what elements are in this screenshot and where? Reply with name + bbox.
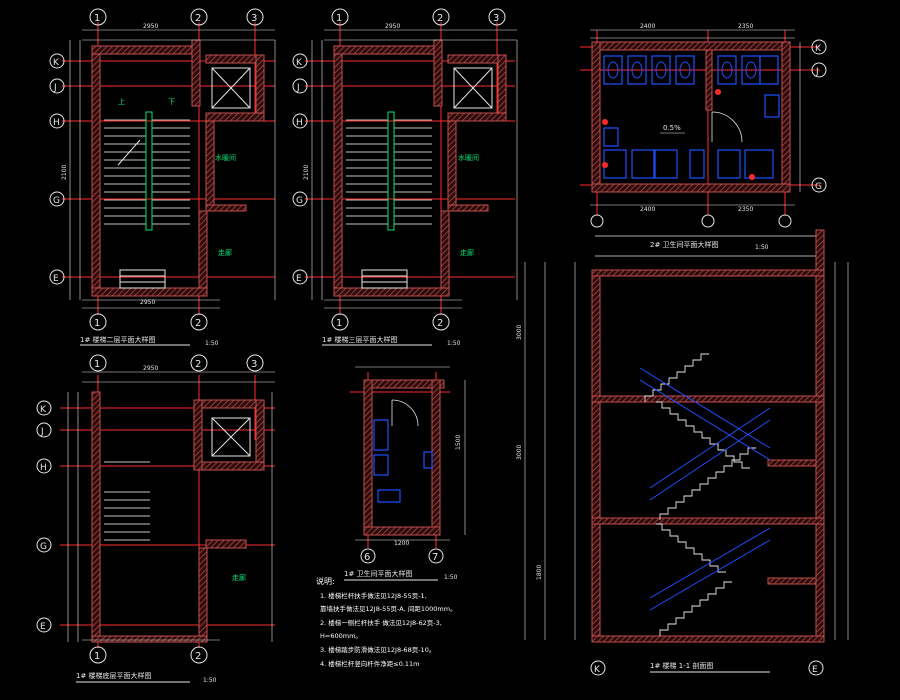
scale-label: 1:50 bbox=[755, 244, 769, 251]
axis-1-label: 1 bbox=[94, 318, 100, 329]
slope-label: 0.5% bbox=[663, 124, 681, 132]
axis-K-label: K bbox=[296, 58, 303, 68]
axis-3-label: 3 bbox=[251, 13, 257, 24]
note-2: 2. 楼梯一侧栏杆扶手 做法见12J8-62页-3, bbox=[320, 618, 442, 627]
dim-label: 2950 bbox=[385, 23, 400, 30]
axis-2-label: 2 bbox=[195, 318, 201, 329]
axis-6-label: 6 bbox=[364, 552, 370, 563]
dim-label: 2950 bbox=[143, 365, 158, 372]
note-2b: H=600mm。 bbox=[320, 632, 362, 640]
axis-G-label: G bbox=[53, 196, 60, 206]
stair-plan-third-floor: 2950 2100 水暖间 走廊 1 2 3 1 2 K J H G E 1# … bbox=[292, 8, 518, 347]
axis-K-label: K bbox=[40, 405, 47, 415]
axis-K-label: K bbox=[815, 44, 822, 54]
plan-title: 1# 卫生间平面大样图 bbox=[344, 569, 413, 578]
scale-label: 1:50 bbox=[203, 677, 217, 684]
axis-1-label: 1 bbox=[94, 13, 100, 24]
axis-1-label: 1 bbox=[336, 318, 342, 329]
notes-block: 说明: 1. 楼梯栏杆扶手做法见12J8-55页-1, 靠墙扶手做法见12J8-… bbox=[316, 576, 457, 668]
axis-G-label: G bbox=[40, 542, 47, 552]
axis-K-label: K bbox=[53, 58, 60, 68]
axis-G-label: G bbox=[815, 182, 822, 192]
dim-label: 3000 bbox=[516, 445, 523, 460]
dim-label: 2950 bbox=[143, 23, 158, 30]
note-4: 4. 楼梯栏杆竖向杆件净距≤0.11m bbox=[320, 659, 420, 668]
stair-plan-second-floor: 2950 2950 2100 上 下 水暖间 走廊 1 2 3 1 2 K J … bbox=[49, 8, 276, 347]
note-3: 3. 楼梯踏步防滑做法见12J8-68页-10。 bbox=[320, 645, 435, 654]
scale-label: 1:50 bbox=[447, 340, 461, 347]
dim-label: 1500 bbox=[455, 435, 462, 450]
axis-2-label: 2 bbox=[195, 13, 201, 24]
plan-title: 1# 楼梯三层平面大样图 bbox=[322, 335, 398, 344]
dim-label: 1800 bbox=[536, 565, 543, 580]
dim-label: 1200 bbox=[394, 540, 409, 547]
axis-J-label: J bbox=[296, 83, 300, 93]
toilet-plan-small: 1500 1200 6 7 1# 卫生间平面大样图 1:50 bbox=[344, 366, 466, 581]
axis-1-label: 1 bbox=[94, 651, 100, 662]
axis-E-label: E bbox=[296, 274, 302, 284]
note-1: 1. 楼梯栏杆扶手做法见12J8-55页-1, bbox=[320, 591, 427, 600]
note-1b: 靠墙扶手做法见12J8-55页-A, 间距1000mm。 bbox=[320, 604, 457, 613]
scale-label: 1:50 bbox=[444, 574, 458, 581]
dim-label: 2950 bbox=[140, 299, 155, 306]
up-label: 上 bbox=[118, 97, 125, 106]
section-title: 1# 楼梯 1-1 剖面图 bbox=[650, 661, 713, 670]
toilet-plan-large: 0.5% 2400 2350 2400 2350 K J G bbox=[580, 23, 827, 228]
corridor-label: 走廊 bbox=[218, 248, 232, 257]
plan-title: 1# 楼梯底层平面大样图 bbox=[76, 671, 152, 680]
axis-H-label: H bbox=[296, 118, 303, 128]
dim-label: 2400 bbox=[640, 23, 655, 30]
axis-3-label: 3 bbox=[251, 359, 257, 370]
axis-2-label: 2 bbox=[195, 651, 201, 662]
room-label: 水暖间 bbox=[215, 153, 236, 162]
axis-J-label: J bbox=[815, 67, 819, 77]
dim-label: 2400 bbox=[640, 206, 655, 213]
axis-E-label: E bbox=[812, 665, 818, 675]
axis-H-label: H bbox=[53, 118, 60, 128]
plan-title: 1# 楼梯二层平面大样图 bbox=[80, 335, 156, 344]
scale-label: 1:50 bbox=[205, 340, 219, 347]
axis-K-label: K bbox=[594, 665, 601, 675]
room-label: 水暖间 bbox=[458, 153, 479, 162]
notes-heading: 说明: bbox=[316, 576, 335, 586]
dim-label: 3000 bbox=[516, 325, 523, 340]
dim-label: 2100 bbox=[303, 165, 310, 180]
axis-2-label: 2 bbox=[195, 359, 201, 370]
down-label: 下 bbox=[168, 98, 175, 106]
corridor-label: 走廊 bbox=[460, 248, 474, 257]
axis-1-label: 1 bbox=[94, 359, 100, 370]
dim-label: 2350 bbox=[738, 206, 753, 213]
axis-G-label: G bbox=[296, 196, 303, 206]
axis-J-label: J bbox=[40, 427, 44, 437]
axis-1-label: 1 bbox=[336, 13, 342, 24]
axis-3-label: 3 bbox=[493, 13, 499, 24]
dim-label: 2350 bbox=[738, 23, 753, 30]
axis-7-label: 7 bbox=[432, 552, 438, 563]
axis-2-label: 2 bbox=[437, 13, 443, 24]
axis-H-label: H bbox=[40, 463, 47, 473]
stair-section-1-1: 2# 卫生间平面大样图 1:50 bbox=[516, 229, 849, 676]
axis-E-label: E bbox=[40, 622, 46, 632]
stair-plan-ground-floor: 2950 走廊 1 2 3 1 2 K J H G E 1# 楼梯底层平面大样图… bbox=[36, 354, 275, 684]
section-top-title: 2# 卫生间平面大样图 bbox=[650, 240, 719, 249]
axis-E-label: E bbox=[53, 274, 59, 284]
dim-label: 2100 bbox=[61, 165, 68, 180]
corridor-label: 走廊 bbox=[232, 573, 246, 582]
axis-2-label: 2 bbox=[437, 318, 443, 329]
axis-J-label: J bbox=[53, 83, 57, 93]
